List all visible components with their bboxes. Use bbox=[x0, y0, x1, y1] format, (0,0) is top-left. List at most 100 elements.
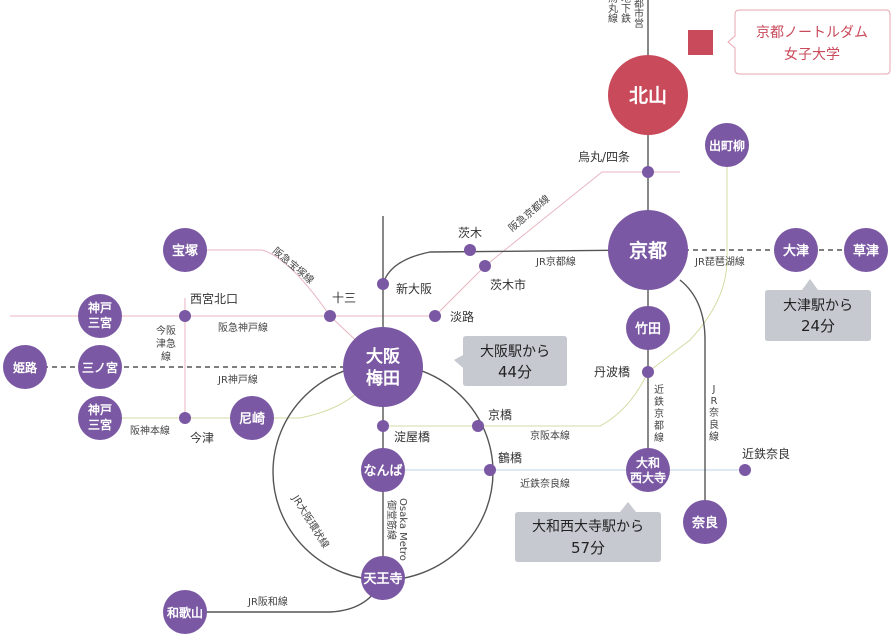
kintetsu-nara-station-label: 近鉄奈良 bbox=[742, 446, 790, 461]
hankyu-kobe-label: 阪急神戸線 bbox=[218, 321, 268, 334]
saidaiji-name: 西大寺 bbox=[630, 470, 666, 485]
umeda-name: 梅田 bbox=[366, 368, 400, 389]
yamato-callout-line2: 57分 bbox=[571, 539, 605, 557]
hanshin-label: 阪神本線 bbox=[130, 424, 170, 437]
kk-5: 線 bbox=[654, 431, 664, 444]
tsuruhashi-dot bbox=[484, 464, 496, 476]
demachiyanagi-name: 出町柳 bbox=[709, 138, 745, 153]
jr-biwako-label: JR琵琶湖線 bbox=[694, 255, 745, 268]
takeda-station bbox=[626, 306, 670, 350]
himeji-name: 姫路 bbox=[13, 360, 38, 375]
sannomiya-station bbox=[78, 345, 122, 389]
wakayama-name: 和歌山 bbox=[166, 605, 203, 620]
legend: 京都ノートルダム 女子大学 bbox=[688, 9, 891, 75]
ibarakishi-dot bbox=[479, 260, 491, 272]
kk-4: 都 bbox=[654, 420, 664, 432]
kusatsu-name: 草津 bbox=[853, 243, 879, 259]
juso-label: 十三 bbox=[332, 291, 356, 305]
amagasaki-name: 尼崎 bbox=[239, 411, 265, 427]
kk-3: 京 bbox=[654, 407, 664, 420]
kintetsu-nara-dot bbox=[739, 464, 751, 476]
kobe-sannomiya2-station bbox=[78, 396, 122, 440]
nara-name: 奈良 bbox=[691, 515, 718, 531]
jr-biwako-line bbox=[647, 145, 728, 373]
kintetsu-nara-label: 近鉄奈良線 bbox=[520, 477, 570, 490]
kyoto-name: 京都 bbox=[629, 239, 667, 262]
otsu-name: 大津 bbox=[783, 243, 809, 259]
jr-loop-label: JR大阪環状線 bbox=[289, 492, 332, 551]
otsu-callout-line2: 24分 bbox=[801, 317, 835, 335]
karasuma-shijo-dot bbox=[642, 166, 654, 178]
tennoji-name: 天王寺 bbox=[363, 571, 402, 587]
imazu-col1: 今阪 bbox=[156, 324, 176, 337]
jn-5: 線 bbox=[709, 430, 719, 443]
jr-kyoto-label: JR京都線 bbox=[535, 255, 576, 268]
osaka-callout-line1: 大阪駅から bbox=[480, 344, 550, 360]
imazu-col2: 津急 bbox=[156, 337, 176, 350]
awaji-dot bbox=[429, 310, 441, 322]
karasuma-col2: 地下鉄 bbox=[619, 0, 631, 24]
ibaraki-dot bbox=[464, 244, 476, 256]
tennoji-station bbox=[361, 556, 405, 600]
tsuruhashi-label: 鶴橋 bbox=[498, 450, 522, 465]
karasuma-subway-label: 京都市営 地下鉄 烏丸線 bbox=[606, 0, 644, 29]
himeji-station bbox=[3, 345, 47, 389]
jn-1: J bbox=[712, 384, 716, 395]
namba-station bbox=[361, 448, 405, 492]
ibarakishi-label: 茨木市 bbox=[490, 277, 526, 292]
hankyu-imazu-label: 今阪 津急 線 bbox=[156, 324, 176, 363]
kobe2-sannomiya-name: 三宮 bbox=[88, 417, 112, 432]
jn-3: 奈 bbox=[709, 406, 719, 419]
osaka-metro-label: Osaka Metro bbox=[397, 498, 408, 561]
osaka-callout: 大阪駅から 44分 bbox=[454, 336, 567, 386]
otsu-callout: 大津駅から 24分 bbox=[765, 279, 871, 341]
hankyu-takarazuka-label: 阪急宝塚線 bbox=[270, 244, 317, 286]
shinosaka-label: 新大阪 bbox=[396, 281, 432, 296]
namba-name: なんば bbox=[363, 464, 402, 479]
jr-nara-line bbox=[679, 279, 706, 520]
otsu-station bbox=[774, 228, 818, 272]
hankyu-kyoto-line bbox=[434, 171, 680, 317]
yamato-callout-box bbox=[515, 502, 661, 562]
kyobashi-label: 京橋 bbox=[488, 408, 512, 422]
yamato-saidaiji-station bbox=[626, 448, 670, 492]
jn-2: R bbox=[711, 396, 718, 407]
yamato-name: 大和 bbox=[636, 455, 660, 470]
demachiyanagi-station bbox=[705, 123, 749, 167]
keihan-line bbox=[383, 371, 649, 427]
yodoyabashi-dot bbox=[377, 420, 389, 432]
imazu-dot bbox=[179, 412, 191, 424]
station-circles bbox=[3, 55, 888, 634]
tambabashi-label: 丹波橋 bbox=[594, 365, 630, 379]
yodoyabashi-label: 淀屋橋 bbox=[394, 430, 430, 444]
wakayama-station bbox=[163, 590, 207, 634]
jr-nara-label: J R 奈 良 線 bbox=[709, 384, 719, 443]
osaka-callout-box bbox=[454, 336, 567, 386]
ibaraki-label: 茨木 bbox=[458, 226, 482, 240]
nishinomiya-kitaguchi-label: 西宮北口 bbox=[190, 291, 238, 306]
imazu-label: 今津 bbox=[190, 430, 214, 445]
imazu-col3: 線 bbox=[161, 350, 171, 363]
sannomiya-name: 三ノ宮 bbox=[82, 360, 118, 375]
legend-bubble bbox=[727, 9, 891, 75]
osaka-callout-line2: 44分 bbox=[498, 363, 532, 381]
shinosaka-dot bbox=[377, 278, 389, 290]
kobe-sannomiya-name: 三宮 bbox=[88, 315, 112, 330]
otsu-callout-line1: 大津駅から bbox=[783, 298, 853, 314]
nara-station bbox=[683, 500, 727, 544]
jr-kobe-label: JR神戸線 bbox=[217, 373, 258, 386]
kusatsu-station bbox=[844, 228, 888, 272]
kyoto-station bbox=[608, 210, 688, 290]
yamato-callout: 大和西大寺駅から 57分 bbox=[515, 502, 661, 562]
kitayama-name: 北山 bbox=[629, 85, 667, 107]
karasuma-col1: 京都市営 bbox=[632, 0, 644, 29]
kobe-name: 神戸 bbox=[88, 300, 112, 315]
kitayama-station bbox=[608, 55, 688, 135]
juso-dot bbox=[324, 310, 336, 322]
takarazuka-name: 宝塚 bbox=[172, 243, 198, 259]
takeda-name: 竹田 bbox=[634, 321, 661, 337]
amagasaki-station bbox=[230, 396, 274, 440]
yamato-callout-line1: 大和西大寺駅から bbox=[532, 519, 644, 535]
jr-hanwa-label: JR阪和線 bbox=[247, 595, 288, 608]
